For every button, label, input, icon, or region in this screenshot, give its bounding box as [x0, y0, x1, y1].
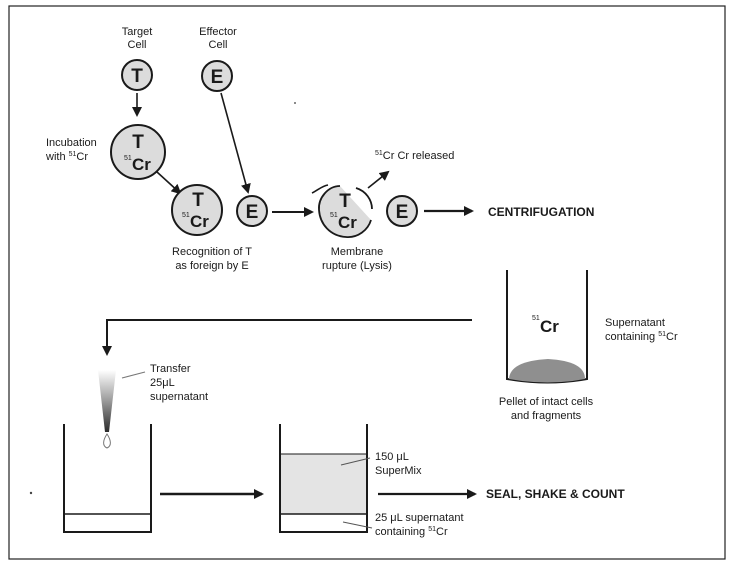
pipette-tip [98, 370, 116, 448]
arrow-labeled-to-recognition [157, 172, 180, 193]
recognition-target-letter: T [192, 190, 204, 211]
target-cell-letter: T [131, 66, 143, 87]
membrane-label-1: Membrane [331, 246, 384, 258]
recognition-label-1: Recognition of T [172, 246, 252, 258]
arrow-transfer-path [107, 320, 472, 354]
supermix-label-1: 150 μL [375, 451, 409, 463]
labeled-target-chromium: Cr [132, 155, 151, 174]
labeled-target-isotope-mass: 51 [124, 155, 132, 162]
recognition-target-chromium: Cr [190, 212, 209, 231]
supernatant-droplet [104, 434, 111, 448]
centrifuge-tube: 51 Cr [507, 270, 587, 383]
speck [30, 492, 32, 494]
lysis-effector-cell: E [387, 196, 417, 226]
pellet-label-1: Pellet of intact cells [499, 396, 594, 408]
supernatant-label-2: containing 51Cr [605, 331, 678, 343]
cr-released-label: 51Cr Cr released [375, 150, 454, 162]
speck [294, 102, 296, 104]
incubation-label-2: with 51Cr [45, 151, 88, 163]
effector-cell: E [202, 61, 232, 91]
recognition-effector-letter: E [246, 202, 259, 223]
effector-cell-label-2: Cell [209, 39, 228, 51]
arrow-effector-to-recognition [221, 93, 248, 192]
labeled-target-letter: T [132, 132, 144, 153]
labeled-target-cell: T 51 Cr [111, 125, 165, 179]
recognition-label-2: as foreign by E [175, 260, 248, 272]
incubation-label-1: Incubation [46, 137, 97, 149]
supermix-label-2: SuperMix [375, 465, 422, 477]
supermix-fill [281, 454, 366, 514]
recognition-target-isotope-mass: 51 [182, 212, 190, 219]
transfer-label-1: Transfer [150, 363, 191, 375]
target-cell: T [122, 60, 152, 90]
tube-chromium: Cr [540, 317, 559, 336]
lysed-target-letter: T [339, 191, 351, 212]
centrifugation-label: CENTRIFUGATION [488, 205, 594, 219]
lysed-target-chromium: Cr [338, 213, 357, 232]
supernatant-label-1: Supernatant [605, 317, 665, 329]
well-2 [280, 424, 367, 532]
cell-pellet [509, 359, 585, 383]
target-cell-label-2: Cell [128, 39, 147, 51]
seal-shake-count-label: SEAL, SHAKE & COUNT [486, 487, 625, 501]
arrow-cr-released [368, 172, 388, 188]
recognition-effector-cell: E [237, 196, 267, 226]
recognition-target-cell: T 51 Cr [172, 185, 222, 235]
transfer-label-2: 25μL [150, 377, 175, 389]
supernatant-small-label-2: containing 51Cr [375, 526, 448, 538]
membrane-label-2: rupture (Lysis) [322, 260, 392, 272]
lysed-target-isotope-mass: 51 [330, 212, 338, 219]
transfer-label-3: supernatant [150, 391, 208, 403]
effector-cell-label-1: Effector [199, 26, 237, 38]
effector-cell-letter: E [211, 67, 224, 88]
transfer-leader-line [122, 372, 145, 378]
lysis-effector-letter: E [396, 202, 409, 223]
target-cell-label-1: Target [122, 26, 153, 38]
supernatant-small-label-1: 25 μL supernatant [375, 512, 464, 524]
pellet-label-2: and fragments [511, 410, 582, 422]
lysed-target-cell: T 51 Cr [312, 185, 372, 237]
tube-isotope-mass: 51 [532, 315, 540, 322]
